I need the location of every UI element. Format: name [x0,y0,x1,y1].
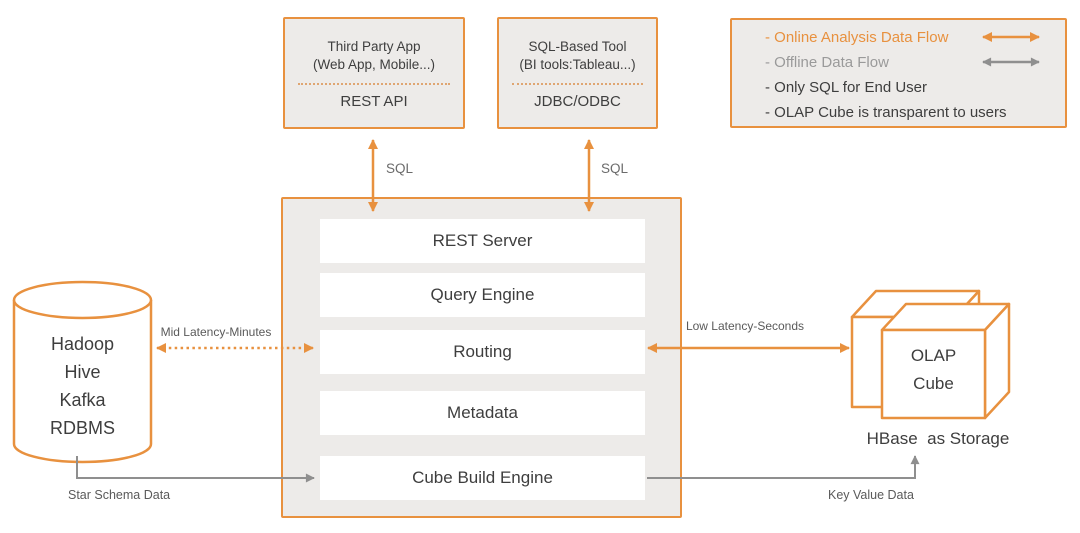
sql-tool-title-line2: (BI tools:Tableau...) [519,57,636,72]
hbase-storage-caption: HBase as Storage [866,429,1010,448]
rest-api-label: REST API [340,93,408,110]
back-cube-top-face [850,289,981,319]
dotted-divider [512,83,643,85]
data-source-list: Hadoop Hive Kafka RDBMS [13,330,152,442]
key-value-data-label: Key Value Data [828,488,914,502]
cylinder-top [12,280,153,320]
olap-cube-label: OLAP Cube [882,342,985,398]
legend-item-offline-flow: - Offline Data Flow [765,54,889,71]
legend-panel: - Online Analysis Data Flow - Offline Da… [730,18,1067,128]
source-rdbms: RDBMS [49,418,115,438]
front-cube-top-face [880,302,1011,332]
source-hadoop: Hadoop [50,334,115,354]
kylin-core-panel: REST Server Query Engine Routing Metadat… [281,197,682,518]
source-kafka: Kafka [59,390,106,410]
legend-item-only-sql: - Only SQL for End User [765,79,927,96]
sql-flow-label-right: SQL [601,161,629,176]
core-row-query-engine: Query Engine [320,273,645,317]
mid-latency-label: Mid Latency-Minutes [160,325,272,339]
star-schema-data-label: Star Schema Data [68,488,171,502]
core-row-routing: Routing [320,330,645,374]
dotted-divider [298,83,450,85]
core-row-rest-server: REST Server [320,219,645,263]
olap-cube-label-line1: OLAP [910,346,957,365]
front-cube-right-face [983,302,1011,420]
third-party-app-title-line2: (Web App, Mobile...) [312,57,436,72]
source-hive: Hive [64,362,101,382]
sql-tool-title-line1: SQL-Based Tool [528,39,627,54]
core-row-cube-build-engine: Cube Build Engine [320,456,645,500]
olap-cube-label-line2: Cube [913,374,954,393]
low-latency-label: Low Latency-Seconds [685,319,805,333]
jdbc-odbc-label: JDBC/ODBC [534,93,621,110]
core-row-metadata: Metadata [320,391,645,435]
legend-item-olap-transparent: - OLAP Cube is transparent to users [765,104,1007,121]
sql-flow-label-left: SQL [386,161,414,176]
third-party-app-box: Third Party App (Web App, Mobile...) RES… [283,17,465,129]
key-value-flow-line [647,455,920,479]
star-schema-flow-line [76,456,315,483]
legend-item-online-flow: - Online Analysis Data Flow [765,29,949,46]
third-party-app-title-line1: Third Party App [327,39,421,54]
sql-based-tool-box: SQL-Based Tool (BI tools:Tableau...) JDB… [497,17,658,129]
